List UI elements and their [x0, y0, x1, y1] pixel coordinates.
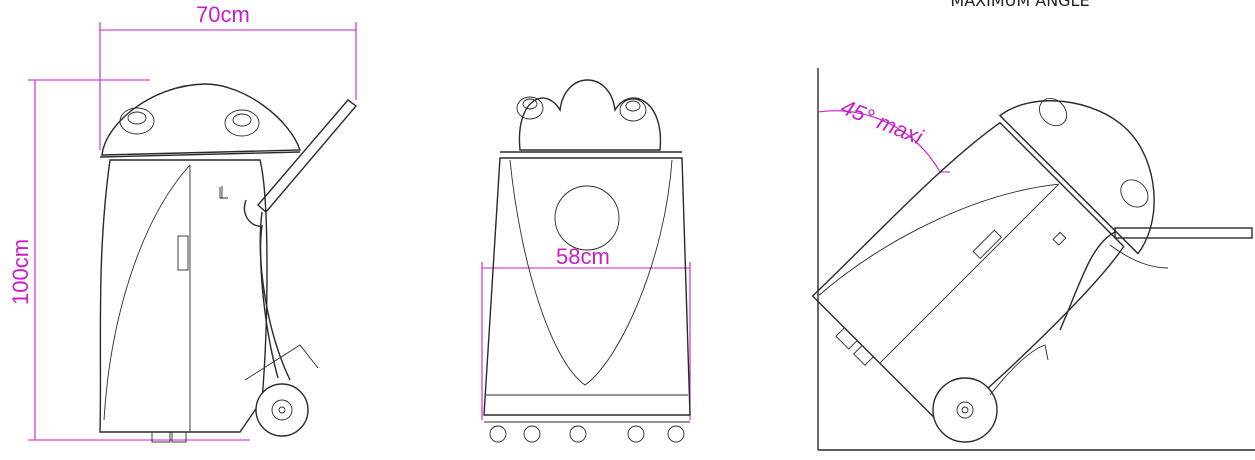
side-wheel — [151, 344, 319, 443]
side-view — [28, 22, 358, 443]
tilted-handle — [1059, 227, 1253, 331]
side-dome — [99, 83, 301, 158]
tilt-angle-arc — [817, 110, 950, 173]
width-label: 70cm — [196, 2, 250, 27]
width-dimension-line — [99, 22, 357, 150]
front-casters — [484, 421, 690, 443]
height-dimension-line — [28, 79, 250, 441]
tilted-wheel — [932, 344, 1049, 443]
front-view — [481, 79, 691, 443]
front-dome — [500, 79, 682, 153]
ground-and-wall-lines — [817, 68, 1255, 451]
depth-label: 58cm — [556, 244, 610, 269]
depth-dimension-line — [481, 262, 691, 420]
page-title: MAXIMUM ANGLE — [950, 0, 1090, 10]
side-handle — [243, 99, 358, 381]
tilted-view — [811, 68, 1255, 451]
height-label: 100cm — [8, 238, 33, 305]
side-body — [99, 159, 268, 433]
front-body — [483, 157, 691, 416]
